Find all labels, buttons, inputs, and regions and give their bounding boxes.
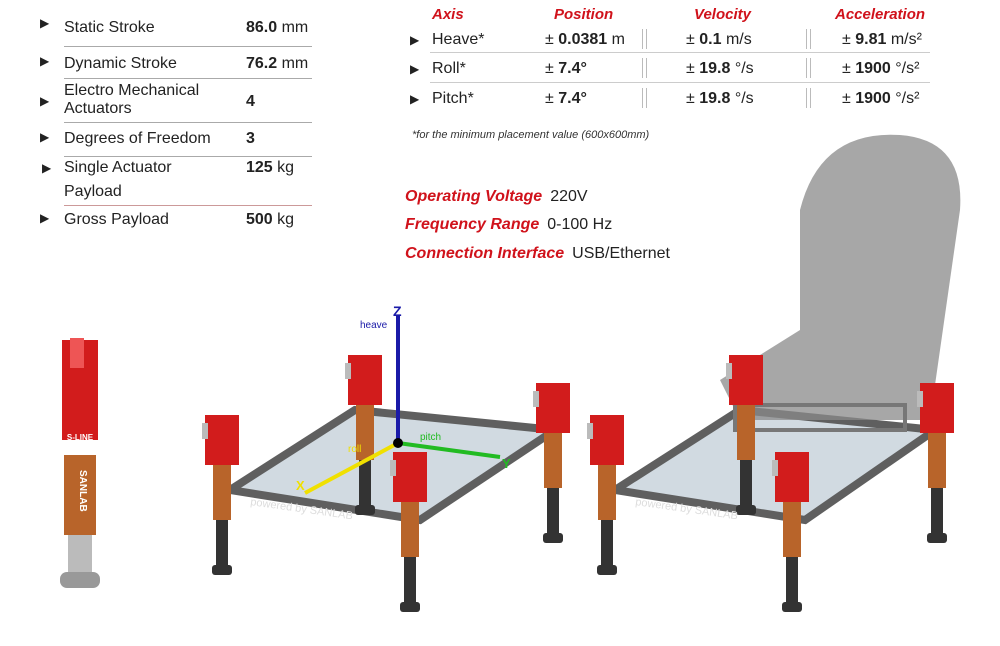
header-acceleration: Acceleration: [835, 6, 926, 23]
seat-image: [720, 134, 961, 420]
velocity-value: ± 19.8 °/s: [686, 60, 754, 77]
velocity-value: ± 19.8 °/s: [686, 90, 754, 107]
bullet-arrow-icon: ▶: [40, 211, 50, 225]
spec-value: 500 kg: [246, 211, 295, 228]
motion-row-pitch: ▶ Pitch* ± 7.4° ± 19.8 °/s ± 1900 °/s²: [410, 88, 930, 116]
spec-label: Static Stroke: [64, 19, 155, 36]
axis-label: Heave*: [432, 31, 485, 48]
header-position: Position: [554, 6, 614, 23]
svg-text:roll: roll: [348, 444, 361, 455]
velocity-value: ± 0.1 m/s: [686, 31, 752, 48]
header-axis: Axis: [432, 6, 464, 23]
svg-text:Y: Y: [502, 456, 511, 471]
spec-label: Gross Payload: [64, 211, 169, 228]
bullet-arrow-icon: ▶: [40, 130, 50, 144]
axis-label: Roll*: [432, 60, 466, 77]
footnote: *for the minimum placement value (600x60…: [412, 129, 650, 141]
motion-row-heave: ▶ Heave* ± 0.0381 m ± 0.1 m/s ± 9.81 m/s…: [410, 29, 930, 57]
platform-with-seat-image: powered by SANLAB: [587, 134, 961, 612]
bullet-arrow-icon: ▶: [410, 33, 420, 47]
axis-label: Pitch*: [432, 90, 474, 107]
position-value: ± 0.0381 m: [545, 31, 625, 48]
svg-text:SANLAB: SANLAB: [77, 470, 88, 512]
motion-row-roll: ▶ Roll* ± 7.4° ± 19.8 °/s ± 1900 °/s²: [410, 58, 930, 86]
single-actuator-image: S-LINE SANLAB: [60, 338, 100, 588]
position-value: ± 7.4°: [545, 60, 587, 77]
spec-value: 125 kg: [246, 159, 295, 176]
bullet-arrow-icon: ▶: [40, 16, 50, 30]
spec-value: 76.2 mm: [246, 55, 309, 72]
spec-value: 4: [246, 93, 255, 110]
spec-label: Single Actuator Payload: [64, 159, 172, 200]
svg-text:X: X: [296, 478, 305, 493]
acceleration-value: ± 1900 °/s²: [842, 90, 920, 107]
svg-text:pitch: pitch: [420, 432, 441, 443]
position-value: ± 7.4°: [545, 90, 587, 107]
spec-label: Electro Mechanical Actuators: [64, 82, 200, 117]
svg-text:Z: Z: [393, 303, 402, 319]
spec-table: ▶ Static Stroke 86.0 mm ▶ Dynamic Stroke 76.…: [40, 14, 312, 234]
acceleration-value: ± 9.81 m/s²: [842, 31, 922, 48]
bullet-arrow-icon: ▶: [40, 94, 50, 108]
bullet-arrow-icon: ▶: [42, 161, 52, 175]
spec-value: 86.0 mm: [246, 19, 309, 36]
svg-text:S-LINE: S-LINE: [67, 433, 94, 442]
spec-label: Dynamic Stroke: [64, 55, 177, 72]
acceleration-value: ± 1900 °/s²: [842, 60, 920, 77]
platform-axes-diagram: powered by SANLAB Z heave X roll Y pitch: [202, 303, 570, 612]
svg-text:heave: heave: [360, 320, 388, 331]
spec-value: 3: [246, 130, 255, 147]
header-velocity: Velocity: [694, 6, 751, 23]
bullet-arrow-icon: ▶: [410, 62, 420, 76]
bullet-arrow-icon: ▶: [410, 92, 420, 106]
bullet-arrow-icon: ▶: [40, 54, 50, 68]
spec-label: Degrees of Freedom: [64, 130, 211, 147]
